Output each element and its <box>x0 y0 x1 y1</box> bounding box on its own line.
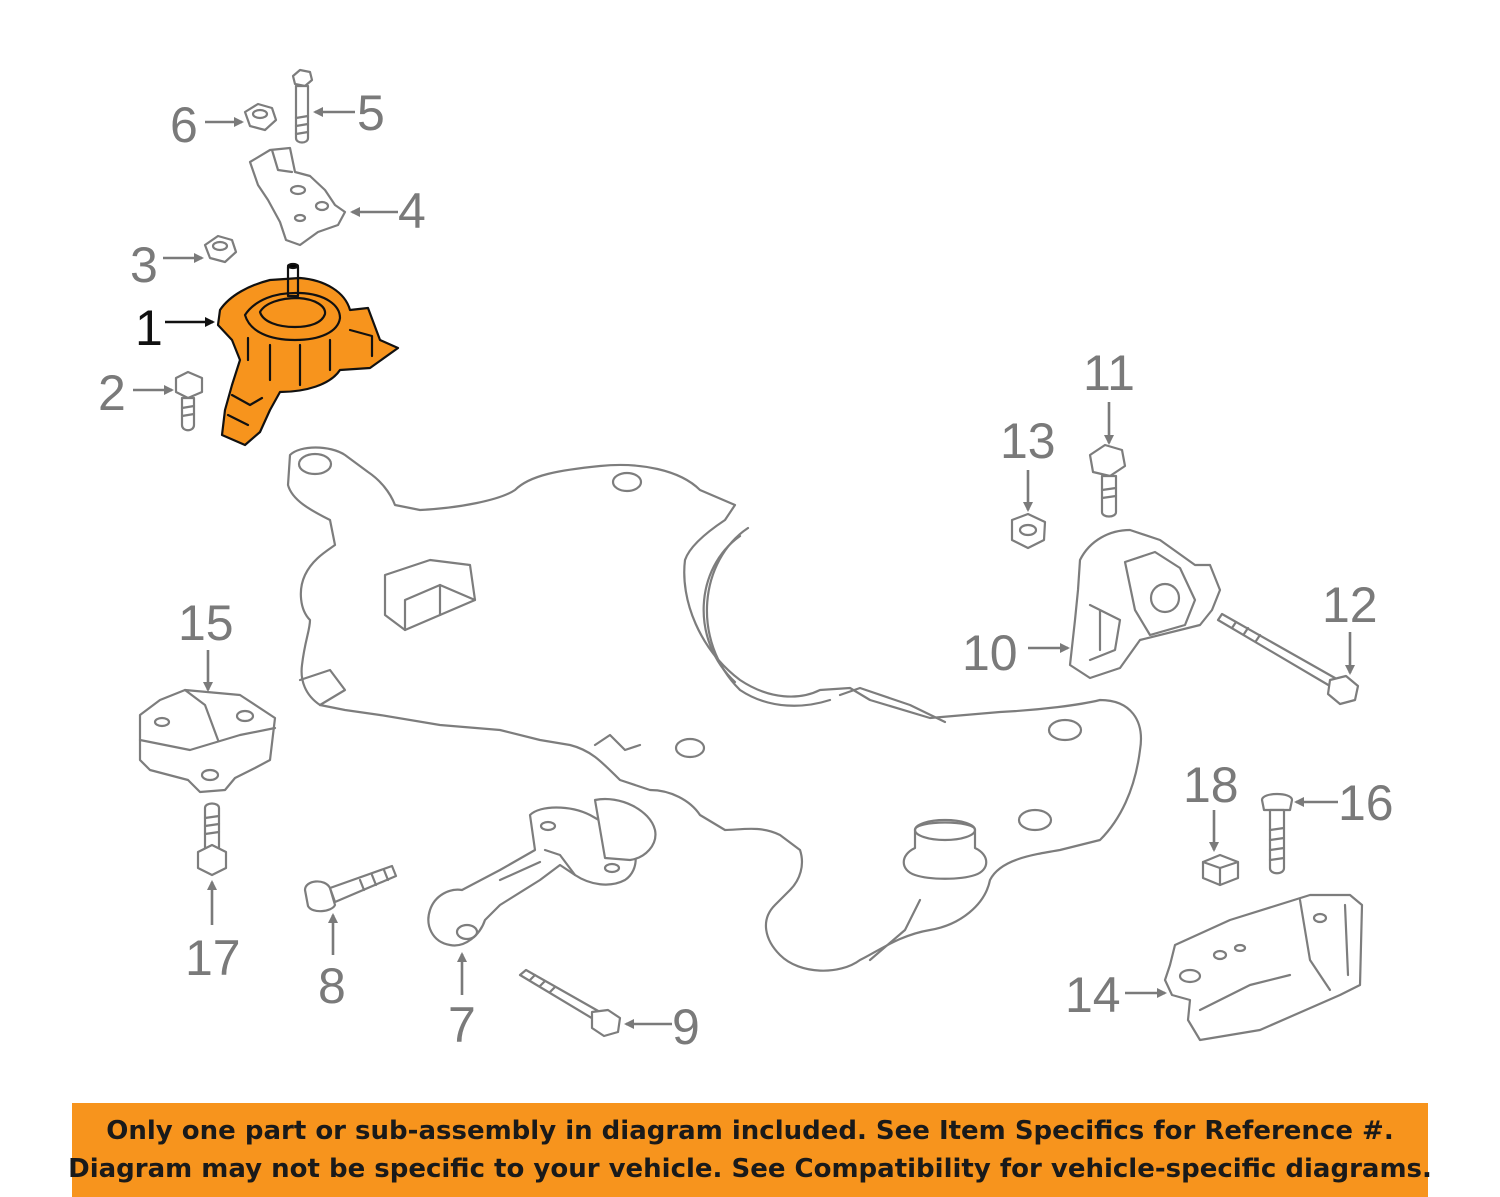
bracket-part-15 <box>138 688 277 794</box>
callout-10: 10 <box>962 625 1018 681</box>
callout-12: 12 <box>1322 577 1378 633</box>
nut-part-3 <box>203 234 238 264</box>
callout-1: 1 <box>135 300 163 356</box>
bracket-part-14 <box>1163 893 1364 1042</box>
bolt-part-12 <box>1216 612 1360 706</box>
callout-18: 18 <box>1183 757 1239 813</box>
callout-7: 7 <box>448 997 476 1053</box>
callout-3: 3 <box>130 237 158 293</box>
callout-5: 5 <box>357 85 385 141</box>
mount-part-10 <box>1068 528 1222 680</box>
callout-arrows <box>133 107 1355 1029</box>
nut-part-6 <box>243 102 278 132</box>
bolt-part-8 <box>303 864 398 913</box>
bolt-part-5 <box>291 68 314 144</box>
callout-16: 16 <box>1338 775 1394 831</box>
bolt-part-11 <box>1088 443 1127 518</box>
callout-labels: 1 2 3 4 5 6 7 8 9 10 11 12 13 14 15 16 1… <box>98 85 1394 1055</box>
disclaimer-line-2: Diagram may not be specific to your vehi… <box>68 1154 1432 1184</box>
bolt-part-2 <box>174 370 204 432</box>
disclaimer-line-1: Only one part or sub-assembly in diagram… <box>106 1116 1394 1146</box>
callout-11: 11 <box>1083 345 1135 401</box>
callout-17: 17 <box>185 930 241 986</box>
nut-part-18 <box>1201 853 1240 887</box>
callout-13: 13 <box>1000 413 1056 469</box>
bolt-part-9 <box>518 968 622 1038</box>
callout-6: 6 <box>170 97 198 153</box>
callout-14: 14 <box>1065 967 1121 1023</box>
callout-8: 8 <box>318 958 346 1014</box>
engine-mount-part-1 <box>216 262 400 447</box>
disclaimer-banner: Only one part or sub-assembly in diagram… <box>68 1103 1432 1197</box>
callout-15: 15 <box>178 595 234 651</box>
bolt-part-17 <box>196 802 228 877</box>
nut-part-13 <box>1010 512 1047 550</box>
torque-rod-part-7 <box>427 797 657 947</box>
callout-4: 4 <box>398 183 426 239</box>
subframe <box>286 446 1143 972</box>
bolt-part-16 <box>1260 792 1294 875</box>
callout-2: 2 <box>98 365 126 421</box>
callout-9: 9 <box>672 999 700 1055</box>
bracket-part-4 <box>248 146 347 247</box>
